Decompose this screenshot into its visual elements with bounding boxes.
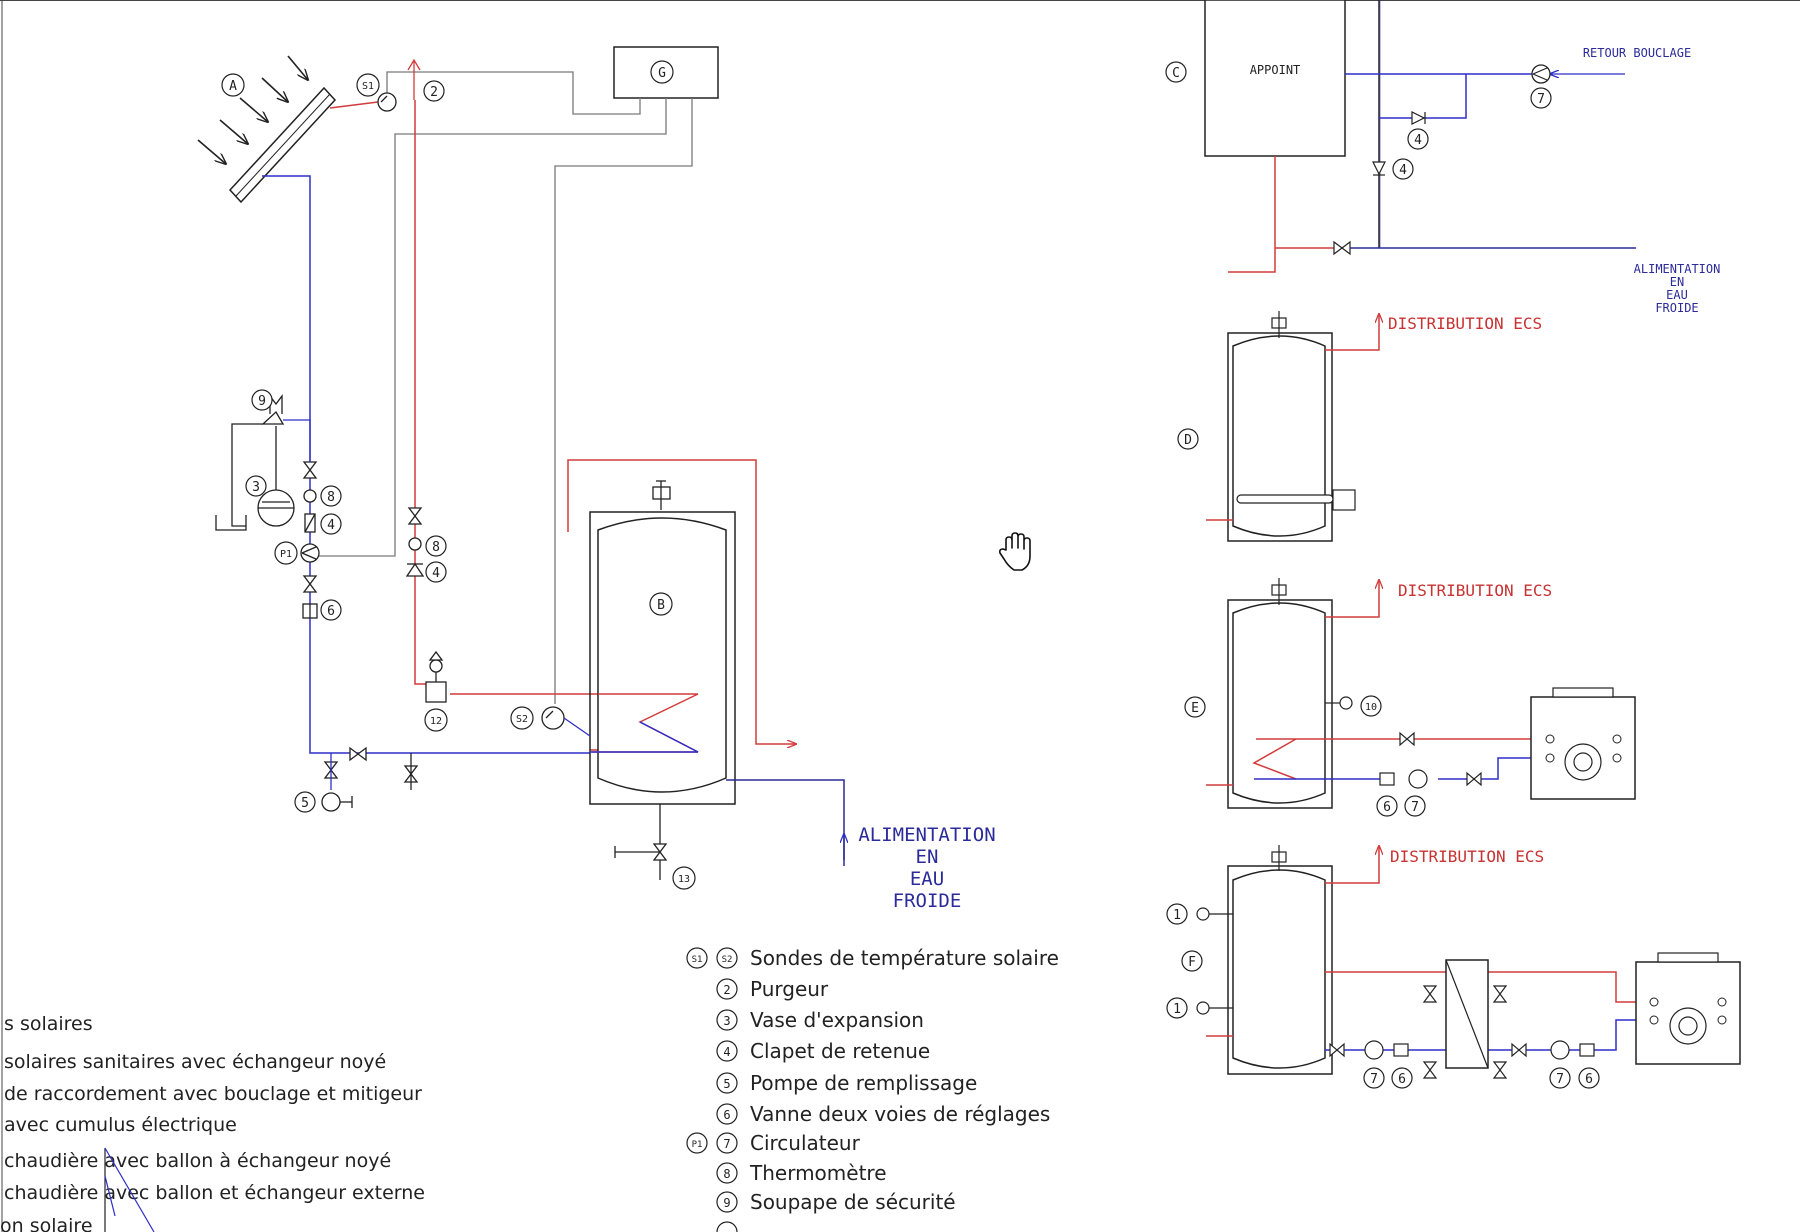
alim-small-line-4: FROIDE — [1655, 301, 1698, 315]
sun-rays — [197, 55, 308, 164]
marker-10: 10 — [1365, 702, 1377, 713]
legend-marker-4: 4 — [723, 1045, 730, 1059]
cold-water-inlet — [726, 779, 845, 860]
marker-6: 6 — [327, 604, 335, 619]
legend-marker-8: 8 — [723, 1167, 730, 1181]
marker-e: E — [1191, 701, 1199, 716]
schema-d: D DISTRIBUTION ECS — [1177, 311, 1542, 542]
marker-4b: 4 — [432, 566, 440, 581]
marker-6-f-a: 6 — [1398, 1072, 1406, 1087]
legend-marker-5: 5 — [723, 1077, 730, 1091]
legend-item-circulateur: Circulateur — [750, 1131, 861, 1155]
legend-marker-3: 3 — [723, 1014, 730, 1028]
legend-item-purgeur: Purgeur — [750, 977, 829, 1001]
schema-e: E 10 6 7 DISTRIBUTION ECS — [1184, 578, 1636, 817]
legend-marker-p1: P1 — [692, 1140, 703, 1150]
marker-1-f-b: 1 — [1173, 1002, 1181, 1017]
bottom-valves — [321, 746, 419, 812]
legend-left-6: chaudière avec ballon et échangeur exter… — [4, 1182, 425, 1204]
distribution-label-2: DISTRIBUTION ECS — [1398, 581, 1552, 600]
marker-4: 4 — [327, 518, 335, 533]
alim-main-line-2: EN — [916, 846, 939, 868]
legend-marker-9: 9 — [723, 1196, 730, 1210]
drain-valve — [614, 804, 668, 880]
legend-schemas: s solaires solaires sanitaires avec écha… — [0, 1013, 425, 1232]
legend-marker-2: 2 — [723, 983, 730, 997]
legend-marker-6: 6 — [723, 1108, 730, 1122]
marker-a: A — [229, 79, 237, 94]
legend-left-7: on solaire — [0, 1215, 93, 1232]
solar-collector — [228, 86, 337, 204]
marker-3: 3 — [252, 480, 260, 495]
alim-main-line-3: EAU — [910, 868, 944, 890]
marker-7-e: 7 — [1411, 800, 1419, 815]
hot-water-outlet — [567, 459, 796, 744]
marker-8: 8 — [327, 490, 335, 505]
alim-small-line-1: ALIMENTATION — [1634, 262, 1721, 276]
legend-left-5: chaudière avec ballon à échangeur noyé — [4, 1150, 391, 1172]
marker-6-e: 6 — [1383, 800, 1391, 815]
alim-main-line-4: FROIDE — [893, 890, 962, 912]
marker-12: 12 — [430, 716, 442, 727]
legend-marker-s1: S1 — [692, 955, 703, 965]
legend-item-vase: Vase d'expansion — [750, 1008, 924, 1032]
legend-item-pompe: Pompe de remplissage — [750, 1071, 977, 1095]
legend-item-thermometre: Thermomètre — [749, 1161, 887, 1185]
legend-left-3: de raccordement avec bouclage et mitigeu… — [4, 1083, 422, 1105]
marker-b: B — [657, 598, 665, 613]
marker-c: C — [1172, 66, 1180, 81]
marker-4-top-a: 4 — [1414, 133, 1422, 148]
marker-6-f-b: 6 — [1585, 1072, 1593, 1087]
legend-left-2: solaires sanitaires avec échangeur noyé — [4, 1051, 386, 1073]
hydraulic-group — [215, 394, 320, 619]
marker-8b: 8 — [432, 540, 440, 555]
flow-line-fittings — [377, 58, 591, 737]
retour-bouclage-label: RETOUR BOUCLAGE — [1583, 46, 1691, 60]
marker-13: 13 — [678, 874, 690, 885]
marker-1-f-a: 1 — [1173, 908, 1181, 923]
marker-g: G — [658, 66, 666, 81]
legend-marker-s2: S2 — [722, 955, 733, 965]
legend-item-clapet: Clapet de retenue — [750, 1039, 930, 1063]
marker-5: 5 — [301, 796, 309, 811]
schema-appoint: APPOINT C 7 4 4 RETOUR BOUCLAGE — [1165, 0, 1721, 315]
hand-pan-icon — [999, 532, 1031, 571]
legend-left-4: avec cumulus électrique — [4, 1114, 237, 1136]
alim-main-line-1: ALIMENTATION — [858, 824, 995, 846]
marker-4-top-b: 4 — [1399, 163, 1407, 178]
marker-s2: S2 — [516, 714, 528, 725]
marker-p1: P1 — [280, 549, 292, 560]
alim-small-line-3: EAU — [1666, 288, 1688, 302]
appoint-label: APPOINT — [1250, 63, 1301, 77]
marker-7-f-b: 7 — [1556, 1072, 1564, 1087]
marker-7-top: 7 — [1537, 92, 1545, 107]
legend-components: S1 S2 2 3 4 5 6 P1 7 8 9 Sondes de tempé… — [686, 946, 1059, 1232]
marker-d: D — [1184, 433, 1192, 448]
sensor-wiring — [314, 71, 693, 704]
solar-controller — [613, 46, 719, 99]
legend-item-vanne: Vanne deux voies de réglages — [750, 1102, 1050, 1126]
legend-item-sondes: Sondes de température solaire — [750, 946, 1059, 970]
solar-tank — [589, 480, 736, 805]
marker-9: 9 — [258, 394, 266, 409]
marker-s1: S1 — [362, 81, 374, 92]
alim-small-line-2: EN — [1670, 275, 1684, 289]
legend-left-1: s solaires — [4, 1013, 93, 1035]
main-solar-schema: A S1 2 G 9 3 8 4 P1 6 8 4 12 S2 B 5 13 A… — [197, 46, 996, 912]
marker-f: F — [1188, 955, 1196, 970]
legend-item-soupape: Soupape de sécurité — [750, 1190, 956, 1214]
marker-7-f-a: 7 — [1370, 1072, 1378, 1087]
schema-markers — [221, 60, 696, 890]
distribution-label-1: DISTRIBUTION ECS — [1388, 314, 1542, 333]
appoint-box — [1204, 0, 1346, 157]
legend-marker-7: 7 — [723, 1137, 730, 1151]
marker-2: 2 — [430, 85, 438, 100]
distribution-label-3: DISTRIBUTION ECS — [1390, 847, 1544, 866]
schema-f: 1 F 1 7 6 7 6 DISTRIBUTION ECS — [1166, 845, 1741, 1089]
